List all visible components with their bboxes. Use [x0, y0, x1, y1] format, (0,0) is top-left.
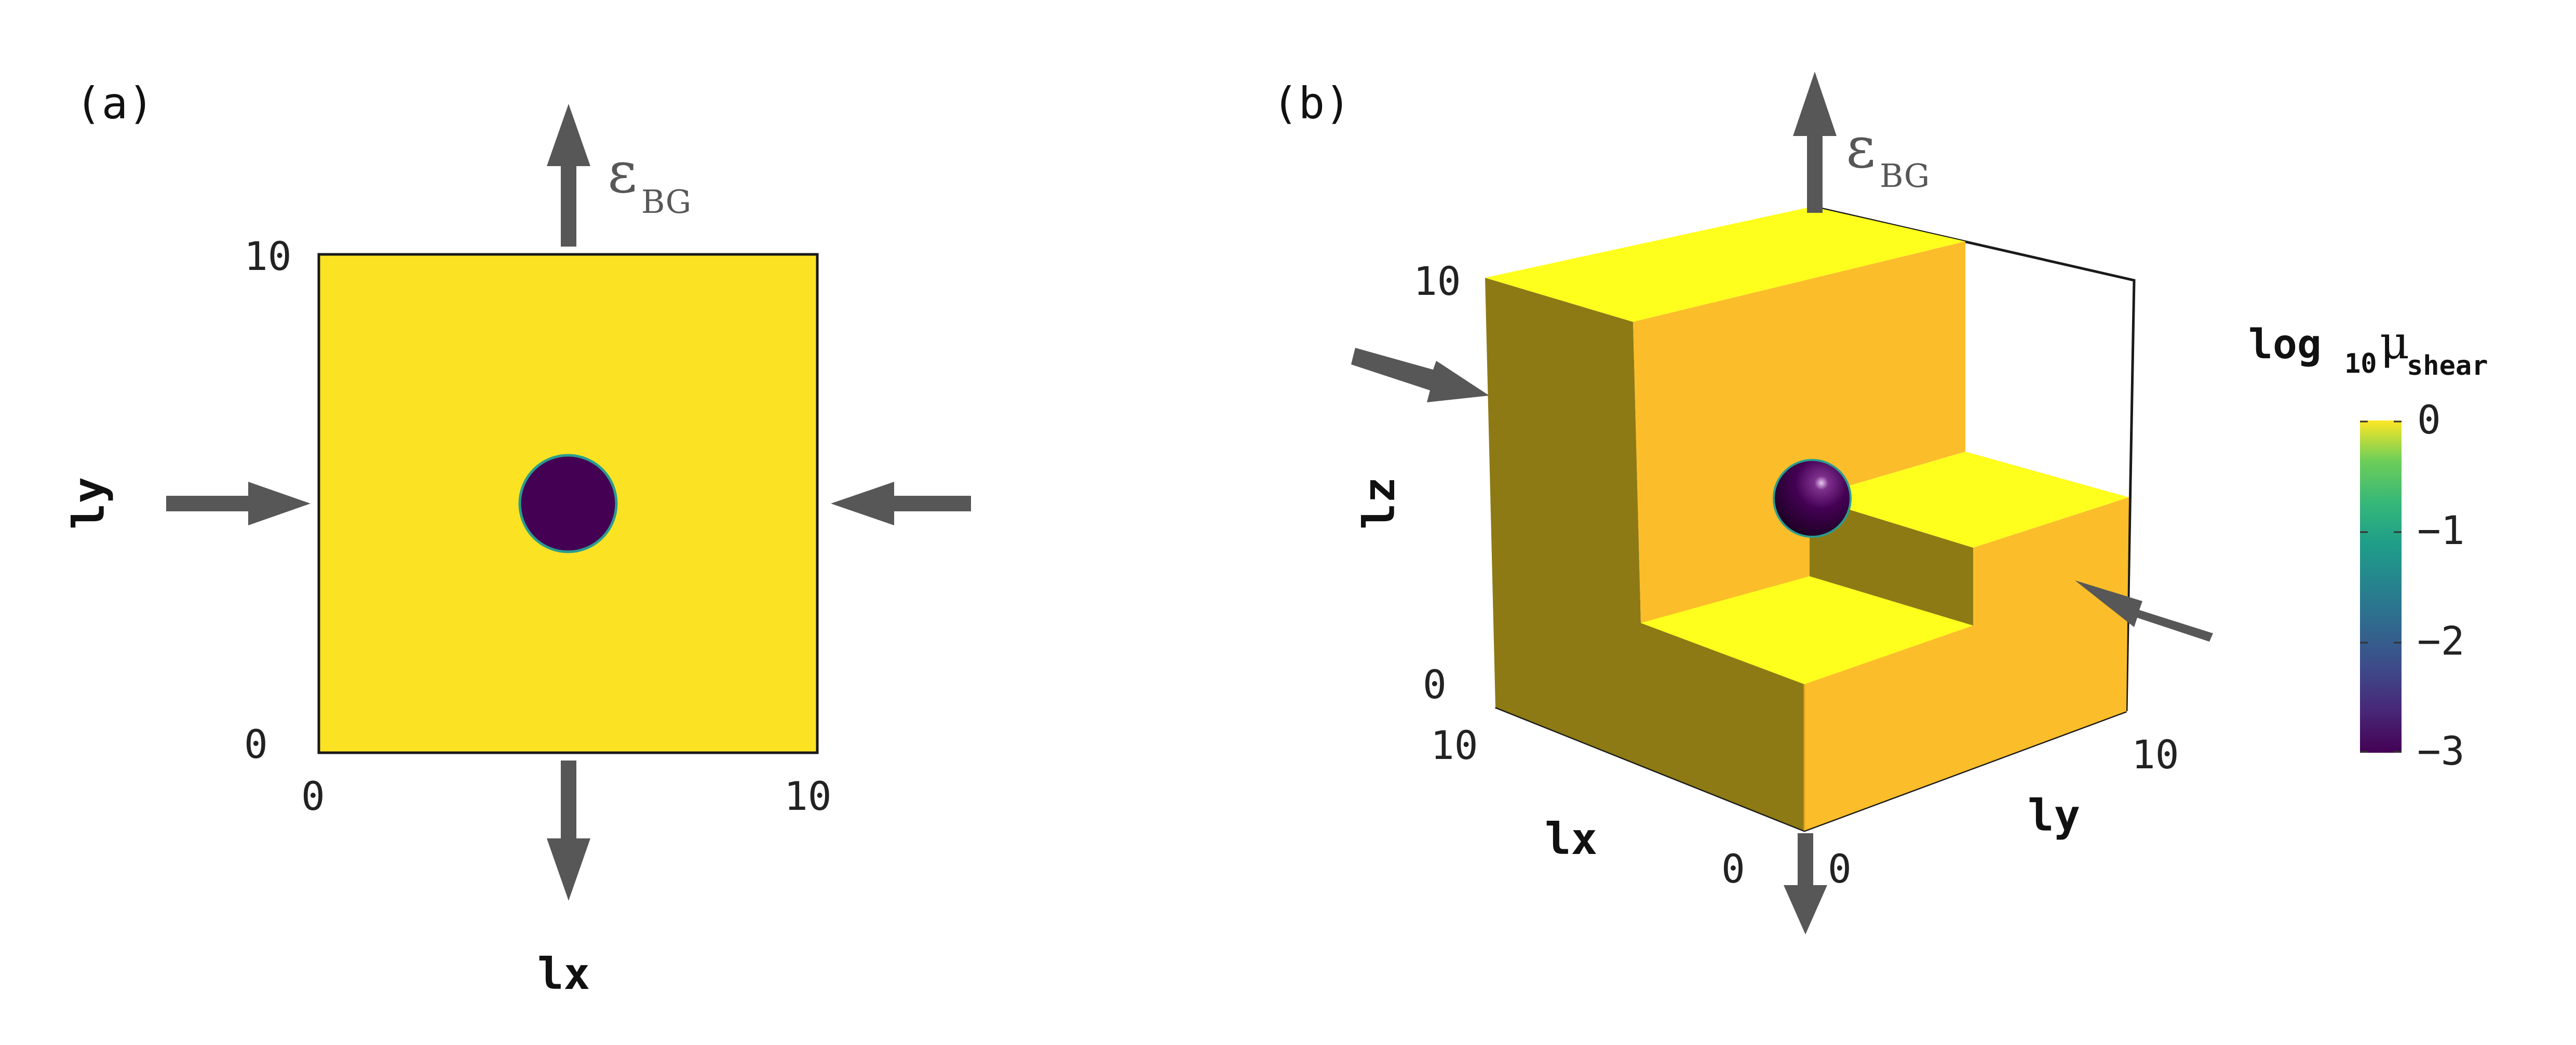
x-axis-label: lx: [1545, 813, 1597, 864]
y-axis-label: ly: [2028, 790, 2080, 841]
y-tick-0: 0: [1828, 846, 1852, 892]
x-tick-10: 10: [784, 773, 832, 819]
svg-text:BG: BG: [641, 183, 691, 221]
panel-a-label: (a): [75, 78, 154, 129]
step-floor: [1641, 576, 1973, 684]
x-tick-10: 10: [1431, 722, 1478, 768]
y-tick-10: 10: [244, 233, 292, 279]
strain-label: ε BG: [608, 139, 691, 221]
arrow-diag-right-icon: [2075, 580, 2213, 642]
shelf-top: [1810, 452, 2129, 548]
colorbar-tick-0: 0: [2417, 397, 2441, 443]
svg-text:ε: ε: [1846, 114, 1876, 181]
panel-b: (b) 10 0 10 0 0 10 lx ly lz: [1272, 72, 2213, 934]
y-axis-label: ly: [63, 477, 114, 530]
x-tick-0: 0: [301, 773, 325, 819]
colorbar-tick-neg3: −3: [2417, 728, 2465, 774]
arrow-diag-left-icon: [1351, 348, 1489, 402]
inclusion-sphere: [1773, 459, 1852, 538]
z-tick-0: 0: [1423, 661, 1447, 708]
y-tick-0: 0: [244, 721, 268, 767]
svg-text:μ: μ: [2380, 316, 2409, 369]
x-tick-0: 0: [1721, 846, 1745, 892]
colorbar: log 10 μ shear 0 −1 −2 −3: [2248, 316, 2488, 774]
arrow-down-icon: [547, 761, 590, 901]
colorbar-tick-neg1: −1: [2417, 507, 2465, 553]
arrow-up-icon: [1793, 72, 1837, 213]
left-face: [1485, 278, 1804, 831]
z-tick-10: 10: [1413, 258, 1461, 304]
arrow-right-icon: [166, 482, 311, 525]
colorbar-bar: [2360, 420, 2402, 753]
arrow-up-icon: [547, 104, 590, 247]
step-riser: [1810, 497, 1973, 626]
svg-text:ε: ε: [608, 139, 637, 206]
svg-text:BG: BG: [1880, 157, 1930, 195]
inclusion-circle: [518, 454, 618, 553]
colorbar-title: log 10 μ shear: [2248, 316, 2488, 382]
panel-a: (a) 10 0 0 10 lx ly ε BG: [63, 78, 971, 999]
svg-text:shear: shear: [2407, 350, 2488, 382]
colorbar-ticks: [2360, 420, 2402, 753]
panel-b-label: (b): [1272, 78, 1351, 129]
arrow-left-icon: [831, 482, 971, 525]
colorbar-tick-neg2: −2: [2417, 618, 2465, 664]
right-front-face: [1804, 497, 2129, 831]
svg-text:log: log: [2248, 321, 2322, 368]
svg-text:10: 10: [2344, 348, 2377, 379]
x-axis-label: lx: [537, 948, 590, 999]
arrow-down-icon: [1784, 833, 1827, 934]
z-axis-label: lz: [1354, 477, 1405, 530]
top-face: [1485, 207, 1965, 322]
y-tick-10: 10: [2132, 731, 2179, 778]
strain-label: ε BG: [1846, 114, 1930, 195]
